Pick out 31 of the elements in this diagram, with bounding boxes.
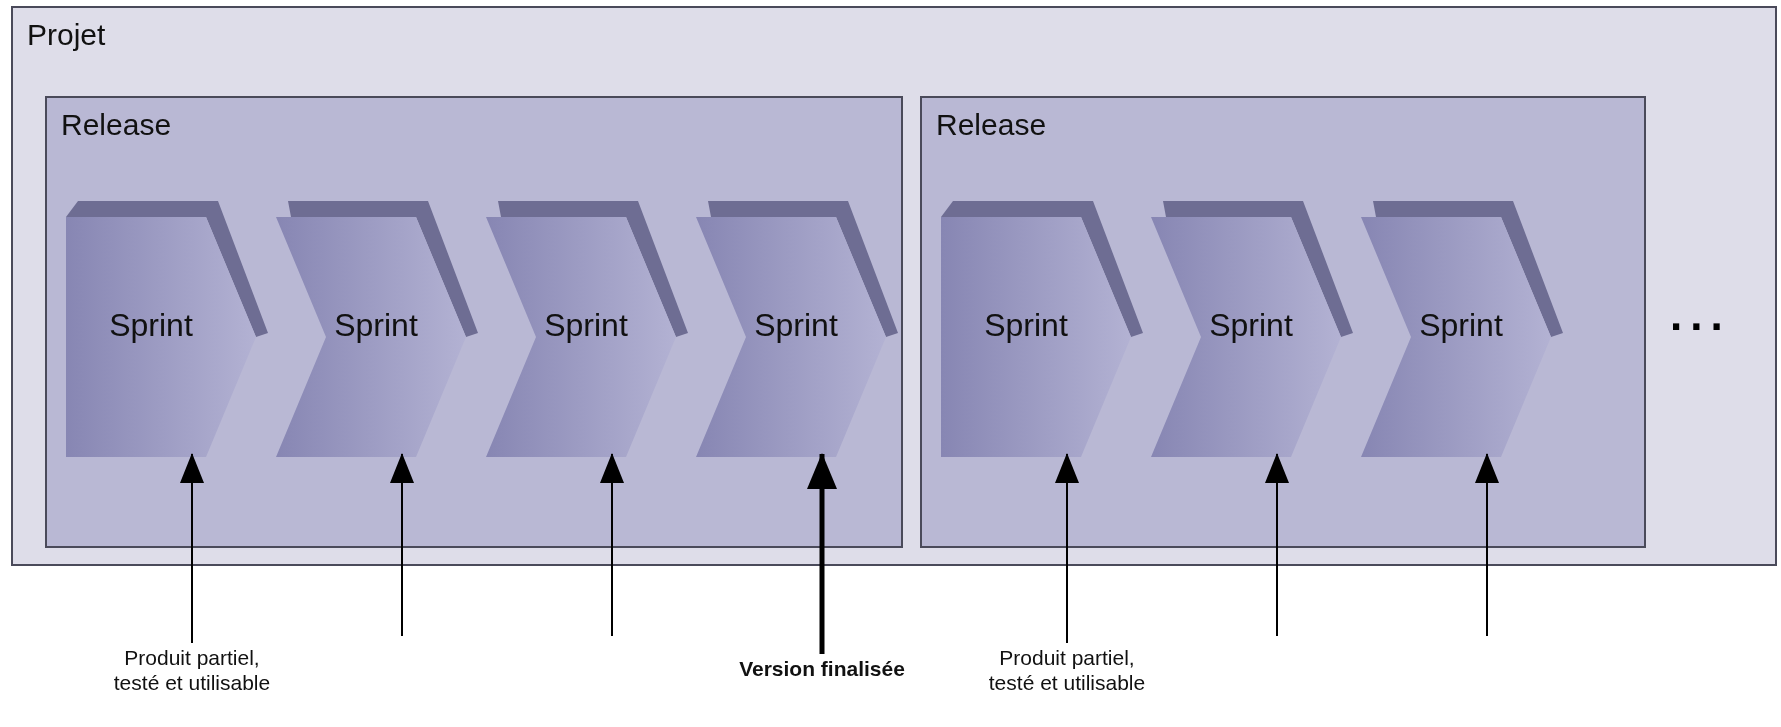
panel-title: Release [61,108,172,142]
release-panel [45,96,903,548]
panel-title: Projet [27,18,106,52]
sprint-label: Sprint [333,307,419,344]
caption-text: Produit partiel, testé et utilisable [982,645,1152,725]
arrow [1265,453,1289,637]
sprint-block [66,199,268,459]
sprint-label: Sprint [753,307,839,344]
arrow [180,453,204,644]
panel-title: Release [936,108,1047,142]
sprint-block [1151,199,1353,459]
release-panel [920,96,1646,548]
sprint-label: Sprint [983,307,1069,344]
sprint-label: Sprint [1418,307,1504,344]
arrow [1475,453,1499,637]
sprint-block [276,199,478,459]
sprint-block [696,199,898,459]
ellipsis-label: ... [1670,290,1731,340]
arrow [390,453,414,637]
sprint-block [1361,199,1563,459]
sprint-block [486,199,688,459]
caption-text: Produit partiel, testé et utilisable [107,645,277,725]
sprint-label: Sprint [1208,307,1294,344]
arrow [600,453,624,637]
sprint-label: Sprint [543,307,629,344]
arrow [1055,453,1079,644]
arrow [807,453,837,654]
sprint-block [941,199,1143,459]
project-panel [11,6,1777,566]
caption-text: Version finalisée [722,656,922,696]
sprint-label: Sprint [108,307,194,344]
